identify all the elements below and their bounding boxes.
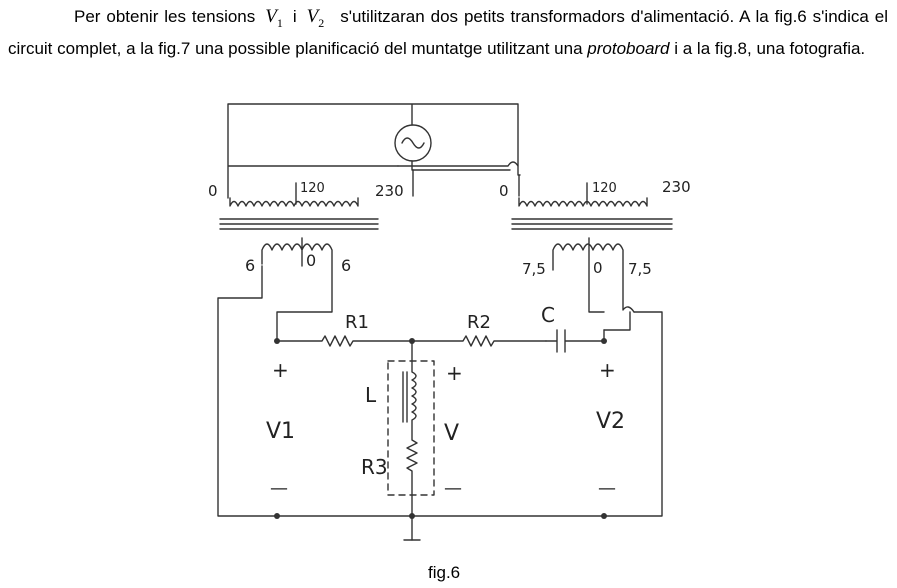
transformer-2-core [511,218,673,230]
transformer-1-secondary [261,237,333,341]
v2-minus-label: — [598,478,616,499]
t1-secondary-center-label: 0 [306,251,316,270]
t2-primary-tap-label: 120 [592,181,617,196]
figure-caption: fig.6 [428,563,461,582]
v1-minus-label: — [270,478,288,499]
r2-label: R2 [467,312,491,333]
v2-name-label: V2 [596,409,625,434]
var-v2: V2 [306,6,325,30]
r1-resistor [276,335,413,347]
mains-wiring [227,103,519,199]
v-name-label: V [444,421,459,446]
t2-secondary-right-label: 7,5 [628,260,652,278]
transformer-1-primary [229,182,359,207]
t1-secondary-left-label: 6 [245,256,255,275]
v2-plus-label: + [599,358,616,382]
v-plus-label: + [446,361,463,385]
circuit-diagram: 0 120 230 6 0 6 0 120 230 7,5 0 7,5 R1 R… [208,103,691,541]
var-v1: V1 [265,6,283,30]
top-bus [217,265,663,517]
transformer-2-primary [518,182,648,207]
transformer-1-core [219,218,379,230]
para-text-2: s'utilitzaran dos petits transformadors … [8,7,889,58]
t2-primary-right-label: 230 [662,178,691,196]
t2-secondary-center-label: 0 [593,259,603,277]
intro-paragraph: Per obtenir les tensions V1 i V2 s'utilitza… [8,4,888,61]
t1-primary-left-label: 0 [208,182,218,200]
inductor-core [402,371,408,423]
v1-plus-label: + [272,358,289,382]
t2-secondary-left-label: 7,5 [522,260,546,278]
v1-name-label: V1 [266,419,295,444]
l-label: L [365,383,377,407]
mains-crossing [397,161,521,197]
transformer-2-secondary [552,237,635,331]
para-protoboard: protoboard [587,38,670,58]
capacitor [545,329,605,353]
r1-label: R1 [345,312,369,333]
r3-label: R3 [361,455,388,479]
para-text-1: Per obtenir les tensions [74,7,256,26]
para-and: i [292,7,297,26]
t2-primary-left-label: 0 [499,182,509,200]
para-text-4: i a la fig.8, una fotografia. [674,38,866,58]
lr-dashed-box [387,360,435,496]
r2-resistor [411,335,547,347]
v-minus-label: — [444,478,462,499]
inductor [406,340,418,541]
t1-secondary-right-label: 6 [341,256,351,275]
ac-source-icon [394,124,432,162]
t1-primary-right-label: 230 [375,182,404,200]
t1-primary-tap-label: 120 [300,181,325,196]
c-label: C [541,303,555,327]
